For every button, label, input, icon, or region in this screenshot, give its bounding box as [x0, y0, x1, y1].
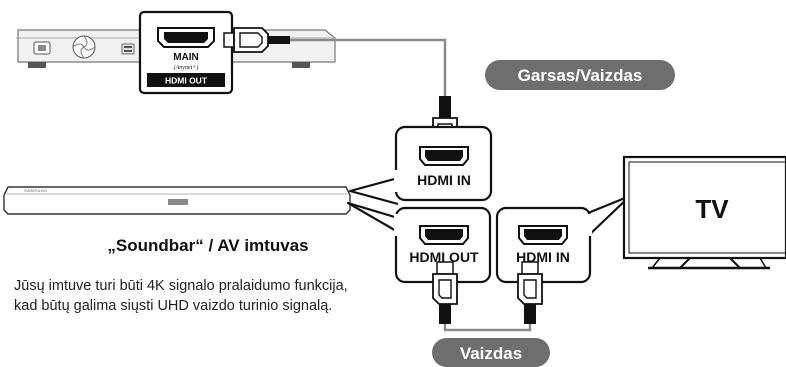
- video-label: Vaizdas: [460, 344, 522, 363]
- audio-video-badge: Garsas/Vaizdas: [485, 60, 675, 90]
- cables: [290, 38, 532, 332]
- tv-label: TV: [695, 194, 729, 224]
- receiver-title: „Soundbar“ / AV imtuvas: [107, 236, 309, 255]
- video-badge: Vaizdas: [432, 338, 550, 367]
- hdmi-in-bottom-callout: HDMI IN: [495, 194, 632, 284]
- hdmi-out-receiver-label: HDMI OUT: [409, 249, 479, 265]
- hdmi-in-top-label: HDMI IN: [417, 172, 471, 188]
- hdmi-plug-bottom-left: [432, 261, 458, 324]
- hdmi-in-bottom-label: HDMI IN: [516, 249, 570, 265]
- receiver-note: Jūsų imtuve turi būti 4K signalo pralaid…: [14, 278, 348, 314]
- port-hdmi-out-label: HDMI OUT: [165, 76, 208, 86]
- hdmi-plug-bottom-right: [517, 261, 543, 324]
- tv: TV: [622, 155, 786, 270]
- hdmi-out-port-callout: MAIN (Anynet+) HDMI OUT: [138, 10, 234, 95]
- port-main-label: MAIN: [173, 52, 199, 63]
- soundbar: SAMSUNG: [3, 186, 351, 215]
- soundbar-brand-label: SAMSUNG: [24, 188, 48, 193]
- port-anynet-label: (Anynet+): [174, 64, 199, 71]
- hdmi-in-top-callout: HDMI IN: [348, 125, 493, 206]
- hdmi-plug-source: [223, 27, 290, 53]
- hdmi-out-receiver-callout: HDMI OUT: [346, 201, 492, 284]
- audio-video-label: Garsas/Vaizdas: [518, 66, 643, 85]
